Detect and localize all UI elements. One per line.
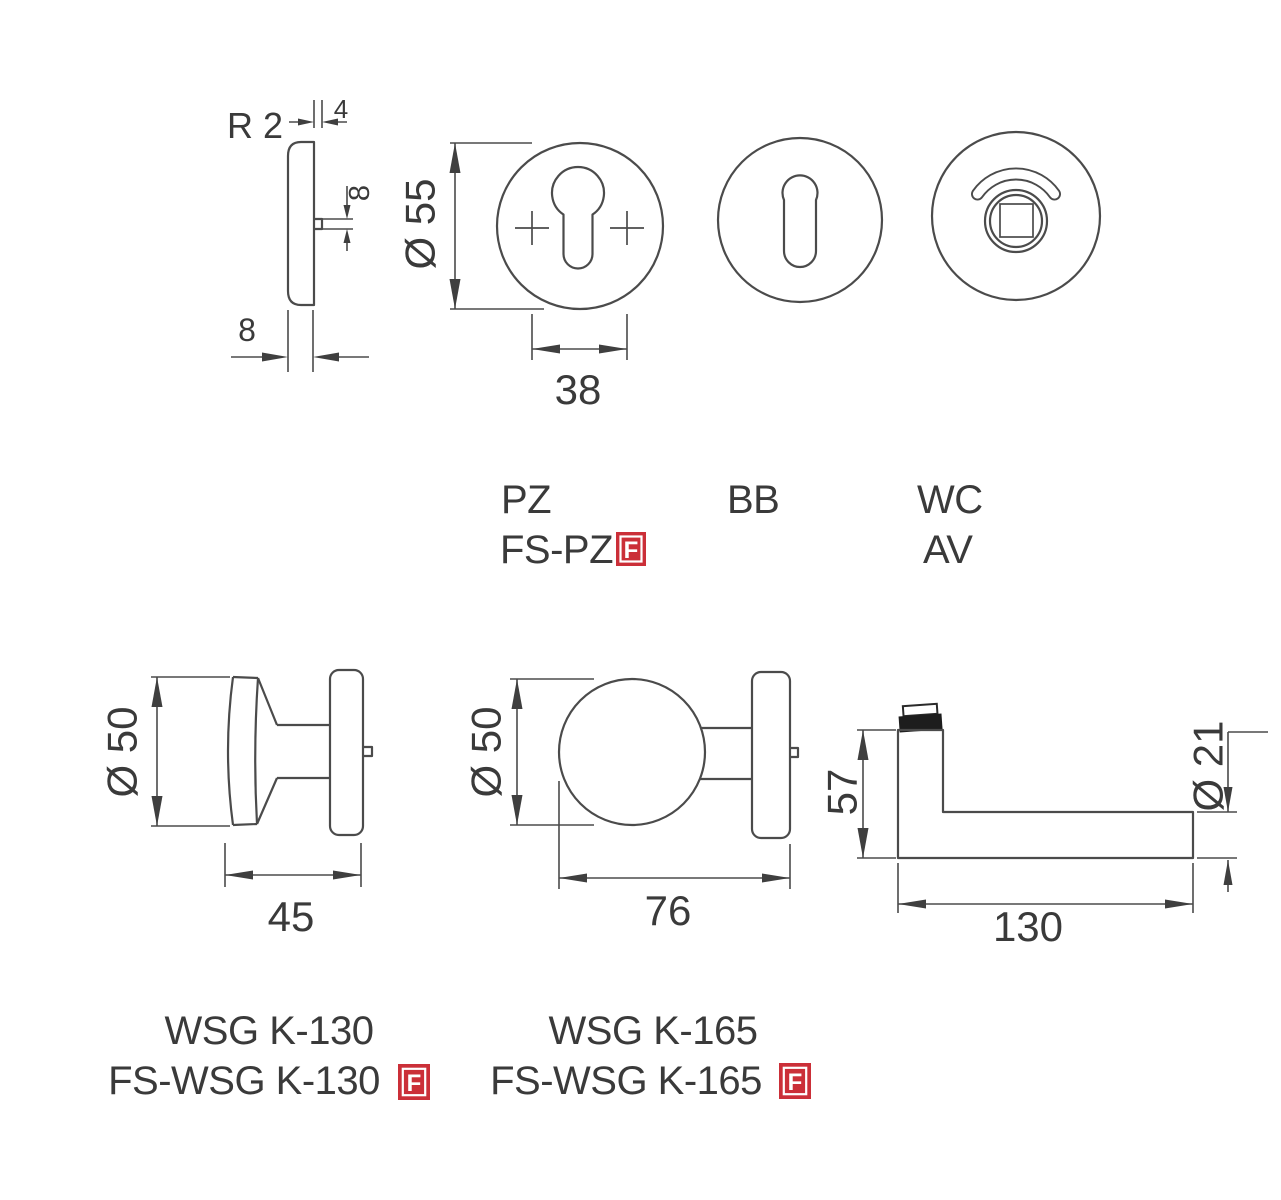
fire-badge-k130: F xyxy=(398,1064,430,1100)
wc-rosette-outline xyxy=(930,130,1102,302)
bb-rosette-outline xyxy=(716,136,884,304)
pz-rosette-outline xyxy=(495,141,665,311)
rosette-labels: PZ FS-PZ F BB WC AV xyxy=(500,478,983,572)
k130-pin xyxy=(363,745,374,758)
k165-diameter-value: Ø 50 xyxy=(463,706,510,797)
pin-dim-value: 8 xyxy=(344,185,376,201)
k130-neck xyxy=(277,723,330,780)
fs-k165-name: FS-WSG K-165 xyxy=(490,1059,762,1103)
bb-rosette-view xyxy=(716,136,884,304)
pz-rosette-view: Ø 55 38 xyxy=(397,141,665,413)
fire-badge-k165: F xyxy=(779,1063,811,1099)
lever-length-value: 130 xyxy=(993,903,1063,950)
lever-height-value: 57 xyxy=(819,769,866,816)
k130-diameter-dimension: Ø 50 xyxy=(99,676,230,827)
square-spindle-hole xyxy=(999,203,1034,238)
profile-body xyxy=(286,140,316,307)
k130-depth-dimension: 45 xyxy=(224,843,362,940)
wc-hub-outer xyxy=(983,188,1049,254)
fire-badge-letter: F xyxy=(407,1070,422,1097)
knob-labels: WSG K-130 FS-WSG K-130 F WSG K-165 FS-WS… xyxy=(108,1009,811,1103)
fs-k130-name: FS-WSG K-130 xyxy=(108,1059,380,1103)
euro-cylinder-hole xyxy=(550,165,606,270)
k130-rosette xyxy=(328,668,365,837)
k130-cap-front xyxy=(226,676,235,826)
k165-depth-dimension: 76 xyxy=(558,781,791,934)
radius-label: R 2 xyxy=(227,105,283,146)
fs-pz-label: FS-PZ xyxy=(500,528,613,572)
lever-height-dimension: 57 xyxy=(819,729,896,859)
k130-name: WSG K-130 xyxy=(165,1009,374,1053)
lever-body xyxy=(896,728,1195,860)
pz-diameter-value: Ø 55 xyxy=(397,178,444,269)
thickness-dim-value: 8 xyxy=(238,312,256,348)
k165-diameter-dimension: Ø 50 xyxy=(463,678,594,826)
k130-cone xyxy=(255,677,279,825)
pin-dimension: 8 xyxy=(322,185,376,251)
knob-k165-view: Ø 50 76 xyxy=(463,670,800,934)
k130-depth-value: 45 xyxy=(268,893,315,940)
lever-length-dimension: 130 xyxy=(897,863,1194,950)
pz-spacing-dimension: 38 xyxy=(531,314,628,413)
pz-label: PZ xyxy=(501,478,551,522)
wc-rosette-view xyxy=(930,130,1102,302)
k165-name: WSG K-165 xyxy=(549,1009,758,1053)
av-label: AV xyxy=(923,528,973,572)
fire-badge-pz: F xyxy=(616,532,646,566)
grip-diameter-dimension: Ø 21 xyxy=(1185,720,1268,892)
k165-ball xyxy=(557,677,707,827)
knob-k130-view: Ø 50 45 xyxy=(99,668,374,940)
k165-neck xyxy=(700,726,752,781)
profile-pin xyxy=(314,217,324,231)
lever-bearing-cap xyxy=(898,702,943,733)
k165-pin xyxy=(790,746,800,759)
rim-dim-value: 4 xyxy=(334,94,348,124)
k130-cap-face xyxy=(232,675,260,827)
wc-hub-inner xyxy=(988,193,1044,249)
bb-label: BB xyxy=(727,478,779,522)
thickness-dimension: 8 xyxy=(231,310,369,372)
pz-spacing-value: 38 xyxy=(555,366,602,413)
bb-keyhole xyxy=(781,174,819,269)
indicator-slot-fill xyxy=(972,169,1060,199)
k130-diameter-value: Ø 50 xyxy=(99,706,146,797)
k165-rosette xyxy=(750,670,792,840)
pz-diameter-dimension: Ø 55 xyxy=(397,142,544,310)
k165-depth-value: 76 xyxy=(645,887,692,934)
rosette-profile-view: R 2 4 8 8 xyxy=(227,94,376,372)
screw-mark-left xyxy=(515,211,549,245)
grip-diameter-value: Ø 21 xyxy=(1185,720,1232,811)
rim-dimension: 4 xyxy=(289,94,348,128)
fire-badge-letter: F xyxy=(624,537,639,564)
fire-badge-letter: F xyxy=(788,1069,803,1096)
lever-view: 57 130 Ø 21 xyxy=(819,702,1268,950)
wc-label: WC xyxy=(917,478,983,522)
screw-mark-right xyxy=(610,211,644,245)
